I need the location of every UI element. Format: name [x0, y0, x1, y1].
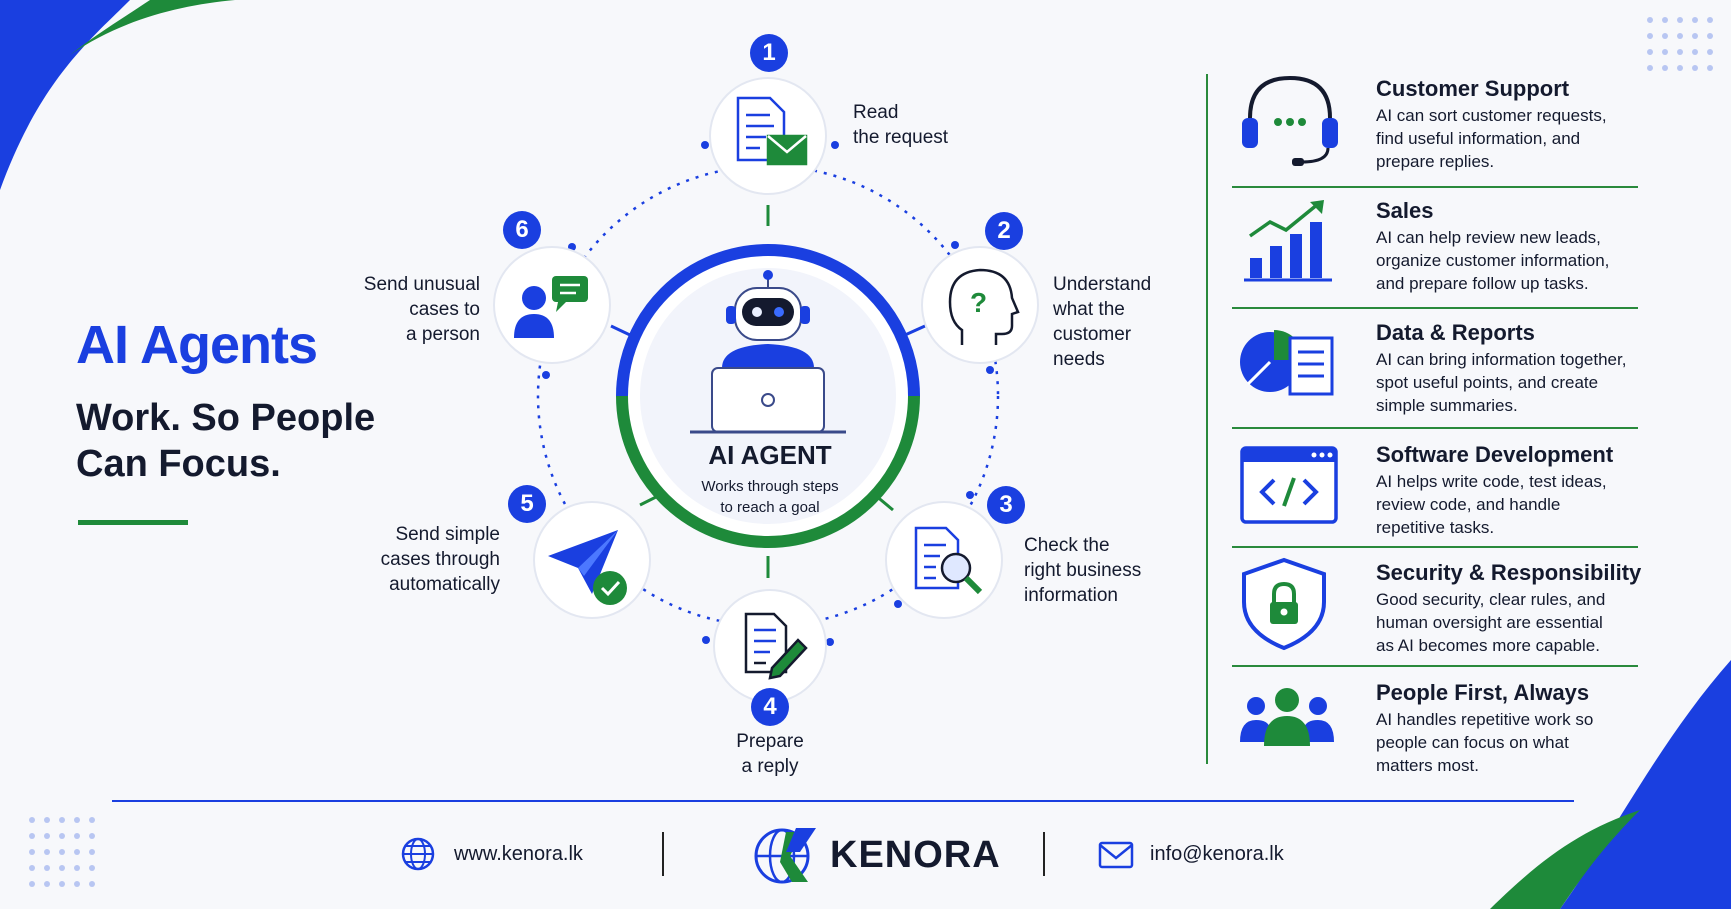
agent-title: AI AGENT [708, 440, 832, 470]
use-case-software-development: Software Development AI helps write code… [1376, 442, 1676, 539]
use-case-desc: Good security, clear rules, and human ov… [1376, 590, 1606, 655]
footer-rule [112, 800, 1574, 802]
footer-separator [1043, 832, 1045, 876]
agent-subtitle: Works through steps to reach a goal [701, 478, 839, 516]
step-2-circle [921, 246, 1039, 364]
step-5-label: Send simple cases through automatically [380, 524, 500, 595]
paper-plane-check-icon [548, 530, 627, 605]
code-window-icon [1240, 446, 1338, 524]
email-link[interactable]: info@kenora.lk [1150, 843, 1284, 865]
section-divider [1206, 74, 1208, 764]
use-case-desc: AI can help review new leads, organize c… [1376, 228, 1610, 293]
step-1-label: Read the request [853, 102, 949, 148]
use-case-security: Security & Responsibility Good security,… [1376, 560, 1676, 657]
use-case-desc: AI handles repetitive work so people can… [1376, 710, 1594, 775]
headline-line-3: Can Focus. [76, 442, 281, 485]
website-link[interactable]: www.kenora.lk [454, 843, 583, 865]
center-ring-blue [616, 244, 920, 397]
headline-line-2: Work. So People [76, 397, 376, 439]
step-6-label: Send unusual cases to a person [363, 274, 480, 345]
step-2-label: Understand what the customer needs [1053, 274, 1152, 370]
dot-grid-bottom-left [29, 817, 95, 887]
pie-chart-report-icon [1240, 330, 1334, 396]
use-case-separator [1232, 665, 1638, 667]
dot-grid-top-right [1647, 17, 1713, 71]
bar-chart-growth-icon [1244, 200, 1332, 282]
step-4-badge: 4 [751, 688, 789, 726]
kenora-logo-icon [754, 828, 816, 884]
use-case-desc: AI can sort customer requests, find usef… [1376, 106, 1607, 171]
shield-lock-icon [1242, 557, 1326, 651]
document-pen-icon [744, 612, 808, 680]
brand-name: KENORA [830, 834, 1001, 876]
use-case-title: Software Development [1376, 442, 1614, 467]
use-case-separator [1232, 546, 1638, 548]
use-case-desc: AI helps write code, test ideas, review … [1376, 472, 1607, 537]
spoke-upper-left [610, 324, 631, 337]
step-5-badge: 5 [508, 485, 546, 523]
robot-icon [690, 270, 846, 434]
spoke-upper-right [904, 324, 926, 337]
svg-text:?: ? [970, 287, 987, 318]
use-case-title: People First, Always [1376, 680, 1590, 705]
use-case-separator [1232, 186, 1638, 188]
step-3-badge: 3 [987, 486, 1025, 524]
use-case-title: Security & Responsibility [1376, 560, 1642, 585]
use-case-people-first: People First, Always AI handles repetiti… [1376, 680, 1676, 777]
step-2-badge: 2 [985, 212, 1023, 250]
step-3-label: Check the right business information [1024, 535, 1142, 606]
use-case-data-reports: Data & Reports AI can bring information … [1376, 320, 1676, 417]
mail-icon [1098, 841, 1134, 869]
document-search-icon [914, 526, 983, 595]
people-group-icon [1240, 688, 1334, 746]
use-case-desc: AI can bring information together, spot … [1376, 350, 1627, 415]
document-mail-icon [736, 96, 808, 166]
use-case-separator [1232, 307, 1638, 309]
step-1-badge: 1 [750, 34, 788, 72]
globe-icon [401, 837, 435, 871]
footer-separator [662, 832, 664, 876]
headset-icon [1242, 75, 1338, 166]
person-chat-icon [514, 276, 588, 338]
headline: AI Agents Work. So People Can Focus. [76, 318, 375, 487]
head-question-icon: ? [948, 268, 1020, 345]
use-case-customer-support: Customer Support AI can sort customer re… [1376, 76, 1676, 173]
step-4-label: Prepare a reply [736, 731, 804, 777]
use-case-title: Data & Reports [1376, 320, 1535, 345]
headline-title: AI Agents [76, 315, 318, 375]
use-case-title: Customer Support [1376, 76, 1570, 101]
center-ring-green [616, 395, 920, 548]
step-6-circle [493, 246, 611, 364]
use-case-sales: Sales AI can help review new leads, orga… [1376, 198, 1676, 295]
headline-underline [78, 520, 188, 525]
use-case-separator [1232, 427, 1638, 429]
use-case-title: Sales [1376, 198, 1434, 223]
step-6-badge: 6 [503, 211, 541, 249]
